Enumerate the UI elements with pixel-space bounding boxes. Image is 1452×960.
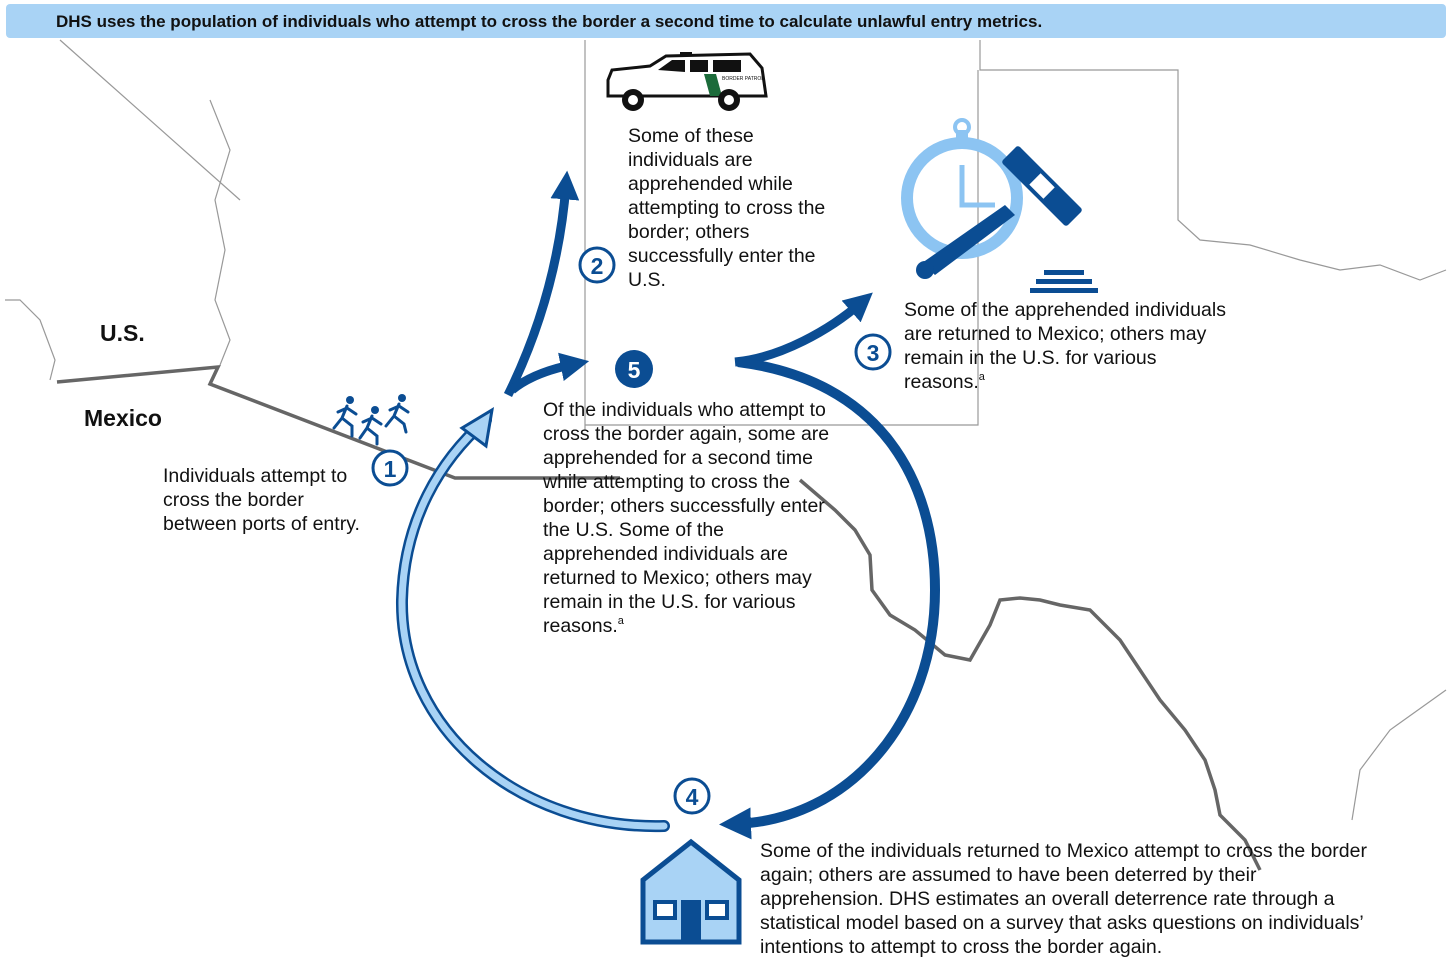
step-4-text: Some of the individuals returned to Mexi… xyxy=(760,840,1367,958)
step-number-5: 5 xyxy=(628,357,641,383)
return-arrow-light-fill xyxy=(398,416,668,830)
step-number-1: 1 xyxy=(384,456,397,482)
step-3-footnote: a xyxy=(978,371,985,383)
step-3-text: Some of the apprehended individuals are … xyxy=(904,298,1234,397)
running-people-icon xyxy=(332,394,410,446)
vehicle-decal-text: BORDER PATROL xyxy=(722,76,764,82)
house-icon xyxy=(640,838,742,945)
arrow-to-step-2 xyxy=(503,170,580,397)
arrow-to-step-5 xyxy=(509,352,590,394)
step-number-4: 4 xyxy=(686,784,699,810)
us-label: U.S. xyxy=(100,320,145,346)
step-3-text-body: Some of the apprehended individuals are … xyxy=(904,299,1226,393)
banner-text: DHS uses the population of individuals w… xyxy=(56,12,1043,31)
step-number-3: 3 xyxy=(867,340,880,366)
step-badge-5: 5 xyxy=(615,350,653,388)
step-badge-1: 1 xyxy=(371,449,409,487)
mexico-label: Mexico xyxy=(84,405,162,431)
step-badge-2: 2 xyxy=(578,246,616,284)
international-border xyxy=(56,364,1262,871)
step-2-text: Some of these individuals are apprehende… xyxy=(628,125,826,291)
border-patrol-vehicle-icon: BORDER PATROL xyxy=(606,52,768,111)
arrow-to-step-4 xyxy=(719,357,941,840)
step-badge-3: 3 xyxy=(854,333,892,371)
step-5-footnote: a xyxy=(617,615,624,627)
banner: DHS uses the population of individuals w… xyxy=(6,4,1446,38)
stopwatch-icon xyxy=(901,118,1023,259)
return-arrowhead xyxy=(459,407,495,449)
step-5-text: Of the individuals who attempt to cross … xyxy=(543,398,833,641)
step-5-text-body: Of the individuals who attempt to cross … xyxy=(543,399,830,637)
arrow-to-step-3 xyxy=(734,292,873,367)
step-badge-4: 4 xyxy=(673,777,711,815)
gavel-icon xyxy=(916,146,1098,293)
step-1-text: Individuals attempt to cross the border … xyxy=(163,465,360,535)
step-number-2: 2 xyxy=(591,253,604,279)
